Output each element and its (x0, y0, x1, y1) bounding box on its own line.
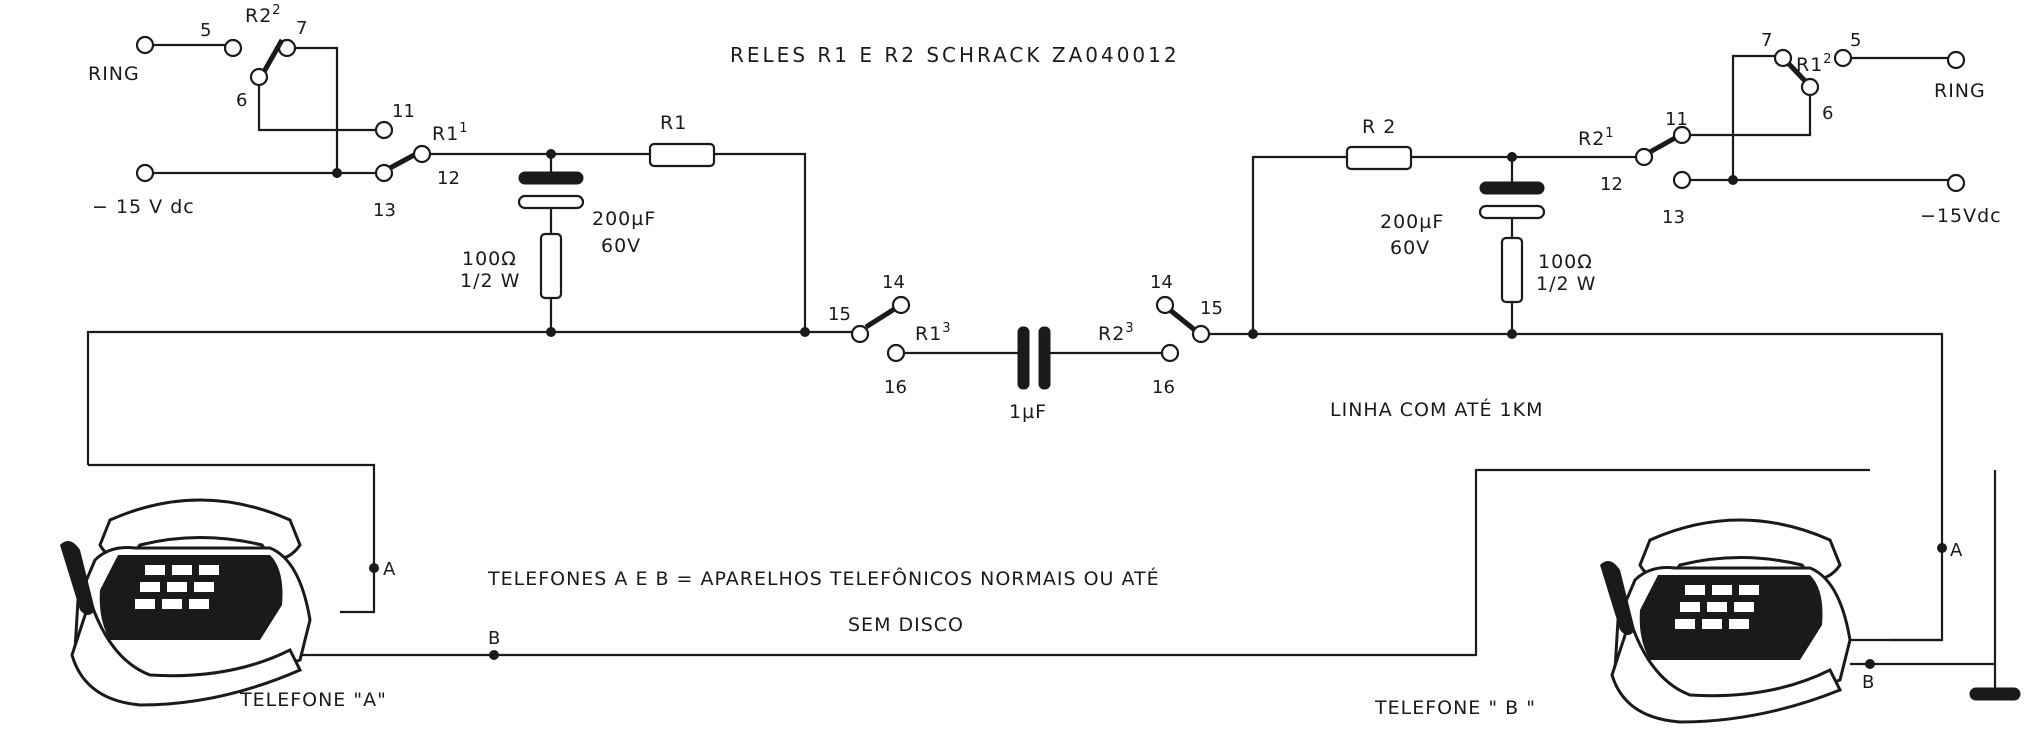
r1-3-contact-16 (886, 343, 906, 363)
telephone-b-icon (1600, 518, 1852, 724)
pin-7-right: 7 (1761, 30, 1772, 51)
cap-200uf-left-voltage: 60V (601, 235, 641, 257)
r1-3-switch: 15 14 16 R13 (828, 272, 1018, 398)
resistor-r2-label: R 2 (1362, 116, 1396, 138)
telefone-a-label: TELEFONE "A" (239, 689, 387, 711)
pin-16-right: 16 (1152, 377, 1175, 398)
r1-3-switch-arm (864, 305, 898, 330)
r1-1-label: R11 (432, 121, 469, 145)
resistor-100-left-power: 1/2 W (460, 270, 520, 292)
coupling-cap-label: 1µF (1009, 401, 1047, 423)
telephone-b-wiring: A B (1850, 470, 2021, 701)
pin-5-right: 5 (1850, 30, 1861, 51)
cap-200uf-right-plate2 (1478, 204, 1546, 220)
pin-13-left: 13 (373, 200, 396, 221)
r2-2-contact-6 (249, 67, 269, 87)
r2-2-label: R22 (245, 3, 282, 27)
cap-200uf-left-plate2 (517, 194, 585, 210)
r1-2-label: R12 (1796, 52, 1833, 76)
ring-left-terminal (135, 35, 155, 55)
r2-3-contact-15 (1191, 324, 1211, 344)
node-a-left: A (383, 559, 396, 580)
r2-3-contact-14 (1155, 295, 1175, 315)
coupling-cap-plate-right (1038, 326, 1051, 390)
resistor-r2 (1345, 145, 1413, 171)
ground-symbol (1969, 687, 2021, 701)
supply-right-label: −15Vdc (1920, 205, 2002, 227)
r2-1-contact-13 (1672, 170, 1692, 190)
r2-3-switch-arm (1168, 308, 1198, 333)
resistor-100-right-value: 100Ω (1538, 251, 1593, 273)
resistor-100-left (539, 232, 563, 300)
telephone-a-wiring: A B (88, 463, 1870, 660)
phones-note-line1: TELEFONES A E B = APARELHOS TELEFÔNICOS … (487, 566, 1160, 590)
r1-1-switch-arm (388, 151, 418, 171)
node-b-left: B (488, 628, 500, 649)
resistor-100-right (1500, 236, 1524, 304)
r1-2-switch-arm (1786, 61, 1809, 85)
coupling-cap-plate-left (1017, 326, 1030, 390)
r1-1-contact-12 (412, 144, 432, 164)
r1-1-contact-11 (374, 120, 394, 140)
pin-5-left: 5 (200, 20, 211, 41)
r2-3-switch: 16 R23 14 15 (1098, 272, 1223, 398)
supply-right-terminal (1946, 173, 1966, 193)
r2-1-label: R21 (1578, 126, 1615, 150)
r2-1-switch-arm (1648, 135, 1677, 155)
r1-3-contact-14 (891, 295, 911, 315)
phones-note-line2: SEM DISCO (848, 614, 964, 636)
pin-6-right: 6 (1822, 103, 1833, 124)
node-a-right: A (1950, 540, 1963, 561)
supply-left-terminal (135, 163, 155, 183)
pin-7-left: 7 (296, 18, 307, 39)
pin-11-left: 11 (392, 101, 415, 122)
node-b-right: B (1862, 672, 1874, 693)
resistor-r1-label: R1 (660, 112, 687, 134)
r2-3-label: R23 (1098, 321, 1135, 345)
supply-left-label: − 15 V dc (92, 196, 195, 218)
cap-200uf-right-value: 200µF (1380, 211, 1444, 233)
r2-1-contact-12 (1634, 147, 1654, 167)
resistor-100-right-power: 1/2 W (1536, 273, 1596, 295)
line-length-note: LINHA COM ATÉ 1KM (1330, 398, 1544, 421)
pin-12-right: 12 (1600, 174, 1623, 195)
diagram-title: RELES R1 E R2 SCHRACK ZA040012 (730, 43, 1180, 67)
pin-12-left: 12 (437, 168, 460, 189)
resistor-100-left-value: 100Ω (462, 248, 517, 270)
pin-15-right: 15 (1200, 298, 1223, 319)
r1-1-contact-13 (374, 163, 394, 183)
pin-13-right: 13 (1662, 207, 1685, 228)
telefone-b-label: TELEFONE " B " (1374, 697, 1536, 719)
right-filter-network: R 2 200µF 60V 100Ω 1/2 W (1251, 116, 1636, 334)
pin-14-right: 14 (1150, 272, 1173, 293)
r1-2-contact-7 (1773, 48, 1793, 68)
left-filter-network: R1 200µF 60V 100Ω 1/2 W (430, 112, 807, 337)
cap-200uf-right-voltage: 60V (1390, 237, 1430, 259)
right-ring-circuit: R21 12 11 13 7 R12 6 5 RING −15Vdc (1578, 30, 2002, 228)
left-ring-circuit: RING 5 R22 7 6 − 15 V dc 11 13 12 R11 (88, 3, 469, 221)
r1-3-label: R13 (915, 321, 952, 345)
r1-3-contact-15 (850, 324, 870, 344)
cap-200uf-left-value: 200µF (592, 208, 656, 230)
resistor-r1 (648, 142, 716, 168)
pin-14-left: 14 (882, 272, 905, 293)
coupling-capacitor: 1µF (1009, 326, 1162, 423)
r1-2-contact-6 (1800, 77, 1820, 97)
pin-11-right: 11 (1665, 109, 1688, 130)
cap-200uf-right-plate1 (1479, 181, 1545, 195)
pin-15-left: 15 (828, 304, 851, 325)
cap-200uf-left-plate1 (518, 171, 584, 185)
r2-2-contact-5 (223, 38, 243, 58)
telephone-a-icon (60, 498, 312, 707)
pin-6-left: 6 (236, 90, 247, 111)
ring-right-terminal (1946, 50, 1966, 70)
r1-2-contact-5 (1833, 48, 1853, 68)
ring-right-label: RING (1934, 80, 1986, 102)
pin-16-left: 16 (884, 377, 907, 398)
ring-left-label: RING (88, 63, 140, 85)
r2-3-contact-16 (1160, 343, 1180, 363)
